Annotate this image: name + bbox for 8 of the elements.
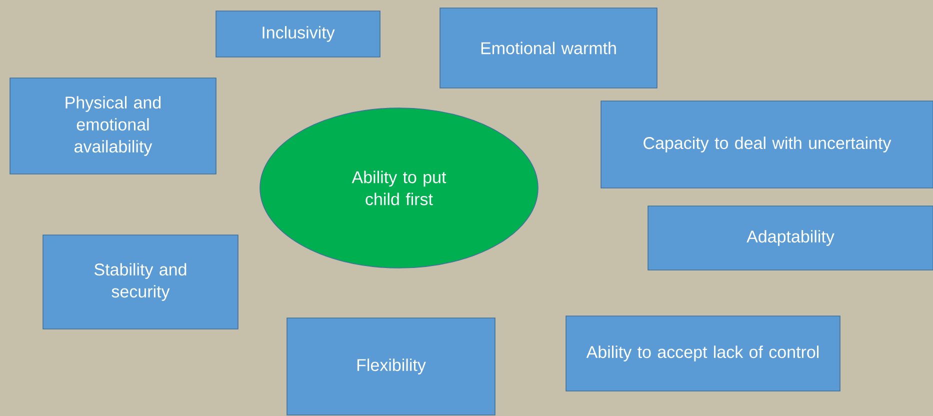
process-box: Stability and security	[42, 234, 238, 330]
process-box: Emotional warmth	[440, 8, 658, 88]
process-box: Flexibility	[286, 318, 496, 416]
process-box: Ability to accept lack of control	[566, 316, 840, 392]
process-box: Capacity to deal with uncertainty	[600, 100, 933, 188]
process-box: Inclusivity	[216, 10, 380, 58]
process-box: Adaptability	[648, 206, 933, 270]
process-box: Physical and emotional availability	[10, 78, 216, 174]
